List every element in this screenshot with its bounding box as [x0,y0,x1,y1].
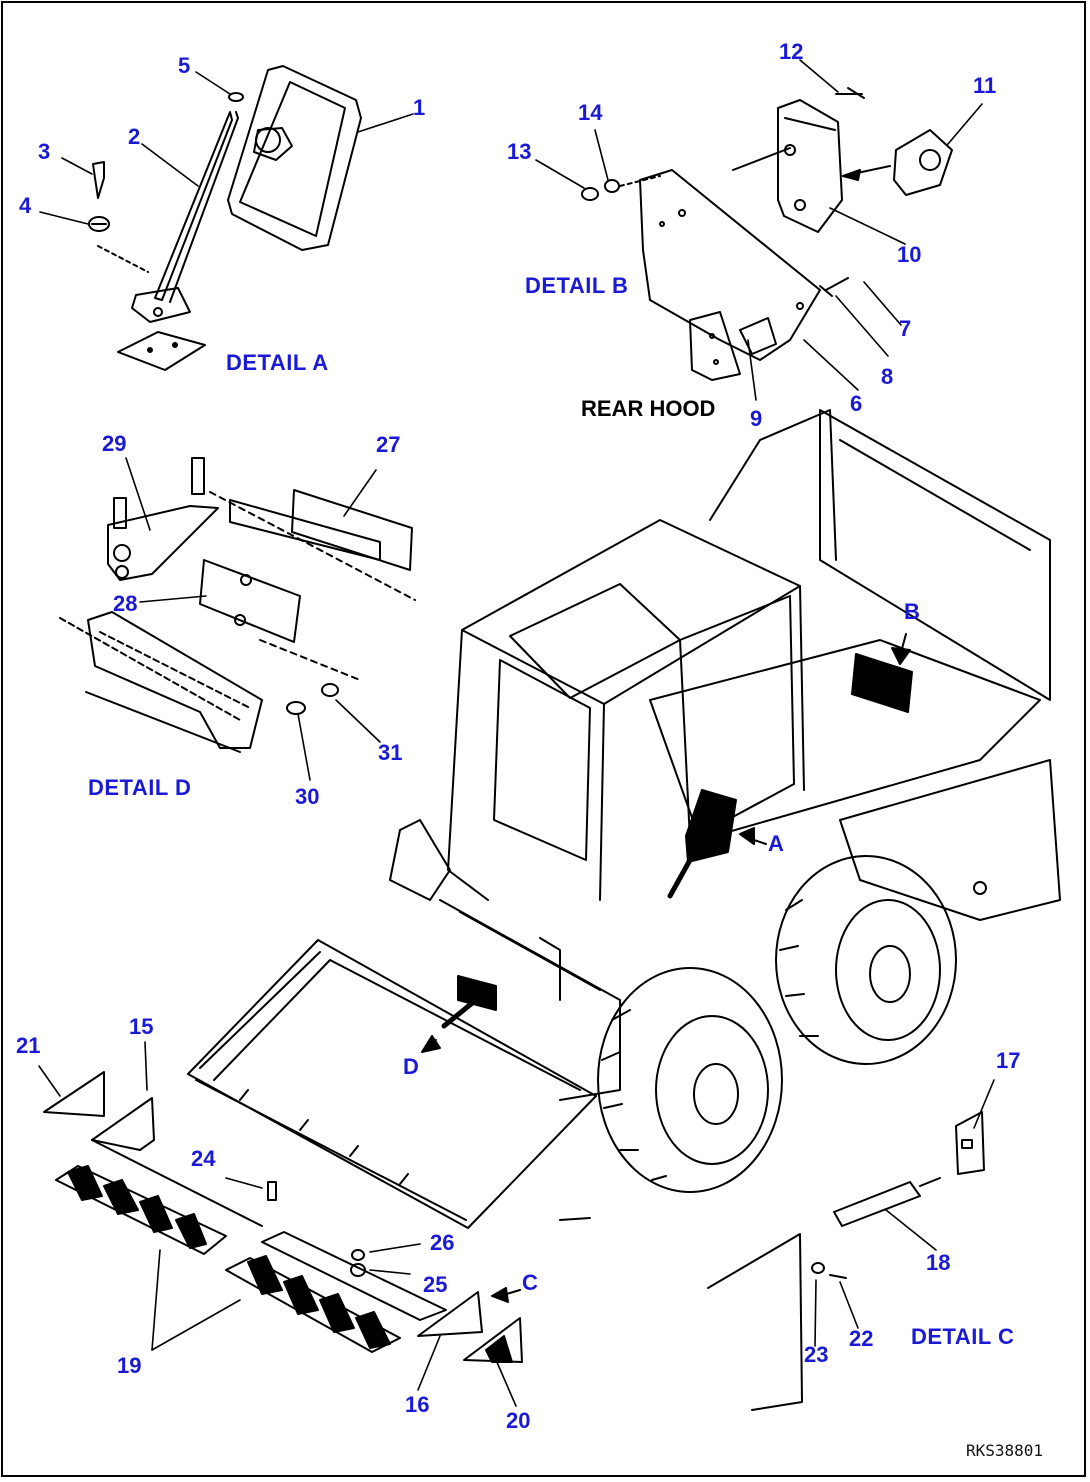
detail-a-mirror [88,65,362,371]
part-callout-23: 23 [804,1342,829,1367]
part-callout-15: 15 [129,1014,154,1039]
part-callout-19: 19 [117,1353,142,1378]
part-callout-21: 21 [16,1033,41,1058]
view-marker-b: B [904,599,920,624]
detail-b-title: DETAIL B [525,273,629,298]
part-callout-14: 14 [578,100,603,125]
part-callout-18: 18 [926,1250,951,1275]
skid-steer-loader [187,409,1061,1229]
part-callout-1: 1 [413,95,426,120]
part-callout-25: 25 [423,1272,448,1297]
rear-hood-label: REAR HOOD [581,396,716,421]
part-callout-11: 11 [973,73,997,98]
part-callout-10: 10 [897,242,922,267]
part-callout-6: 6 [850,391,863,416]
detail-c-title: DETAIL C [911,1324,1015,1349]
detail-c-reflectors [43,1071,985,1411]
part-callout-20: 20 [506,1408,531,1433]
detail-d-title: DETAIL D [88,775,192,800]
part-callout-16: 16 [405,1392,430,1417]
part-callout-24: 24 [191,1146,216,1171]
part-callout-2: 2 [128,124,141,149]
part-callout-12: 12 [779,39,804,64]
part-callout-3: 3 [38,139,51,164]
callout-leaders [38,59,995,1407]
part-callout-5: 5 [178,53,191,78]
drawing-code: RKS38801 [966,1441,1044,1460]
part-callout-30: 30 [295,784,320,809]
detail-b-lamp [581,87,953,381]
part-callout-17: 17 [996,1048,1021,1073]
part-callout-26: 26 [430,1230,455,1255]
part-callout-13: 13 [507,139,532,164]
view-marker-d: D [403,1054,419,1079]
part-callout-27: 27 [376,432,401,457]
detail-a-title: DETAIL A [226,350,329,375]
part-callout-4: 4 [19,193,32,218]
detail-d-bracket [59,457,416,753]
part-callout-8: 8 [881,364,894,389]
part-callout-31: 31 [378,740,403,765]
part-callout-28: 28 [113,591,138,616]
part-callout-9: 9 [750,406,763,431]
part-callout-29: 29 [102,431,127,456]
view-marker-a: A [768,831,784,856]
part-callout-22: 22 [849,1326,874,1351]
part-callout-7: 7 [899,316,912,341]
view-marker-c: C [522,1270,538,1295]
view-arrows [421,633,911,1303]
